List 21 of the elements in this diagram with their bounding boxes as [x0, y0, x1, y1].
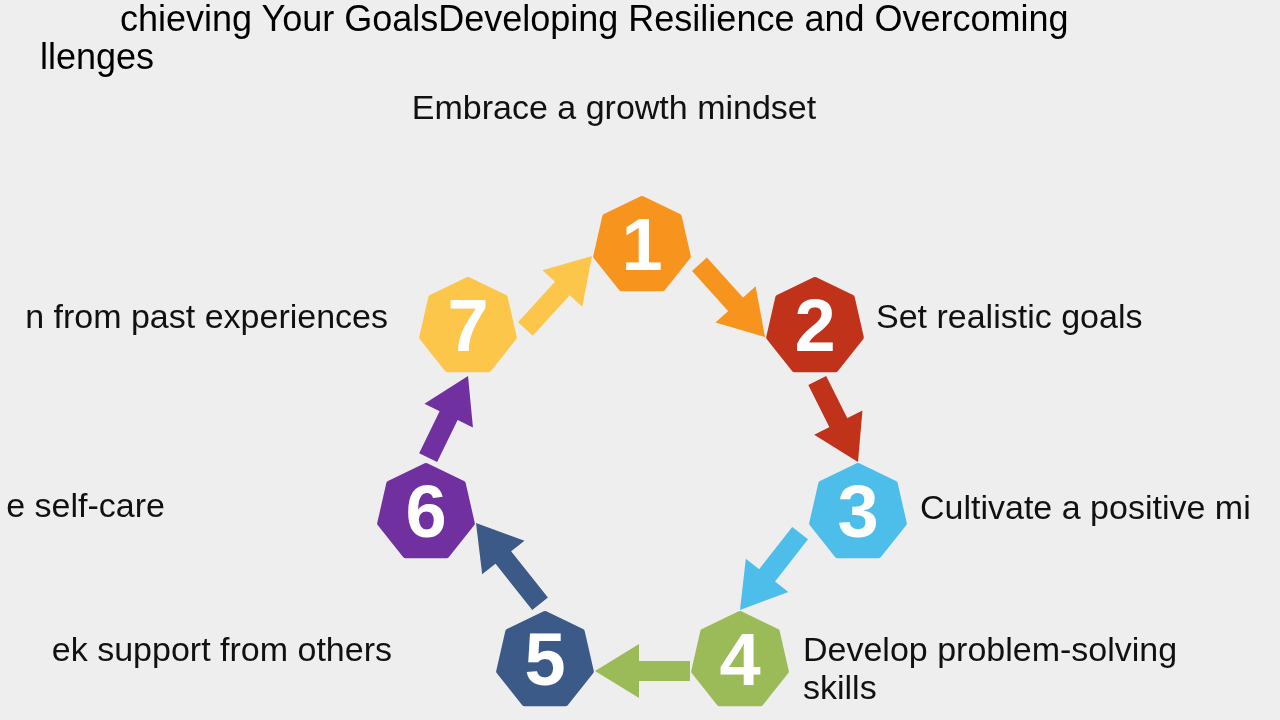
step-label: Cultivate a positive mi: [920, 488, 1251, 526]
arrow: [518, 256, 592, 336]
step-label: ek support from others: [51, 630, 392, 668]
step-label: Set realistic goals: [876, 297, 1143, 335]
step-label: n from past experiences: [25, 297, 388, 335]
step-number: 4: [719, 623, 761, 697]
arrow: [595, 644, 690, 698]
arrow: [419, 376, 475, 462]
arrow: [808, 376, 865, 462]
step-number: 2: [794, 289, 836, 363]
step-number: 1: [621, 208, 663, 282]
arrow: [692, 257, 765, 337]
step-number: 3: [837, 475, 879, 549]
slide-title: chieving Your GoalsDeveloping Resilience and Overcoming llenges: [40, 0, 1070, 76]
step-label: e self-care: [6, 486, 165, 524]
arrow: [476, 523, 548, 610]
step-number: 7: [447, 289, 489, 363]
step-number: 5: [524, 623, 566, 697]
step-number: 6: [405, 475, 447, 549]
step-label: Develop problem-solving skills: [803, 630, 1179, 706]
step-label: Embrace a growth mindset: [411, 88, 817, 126]
